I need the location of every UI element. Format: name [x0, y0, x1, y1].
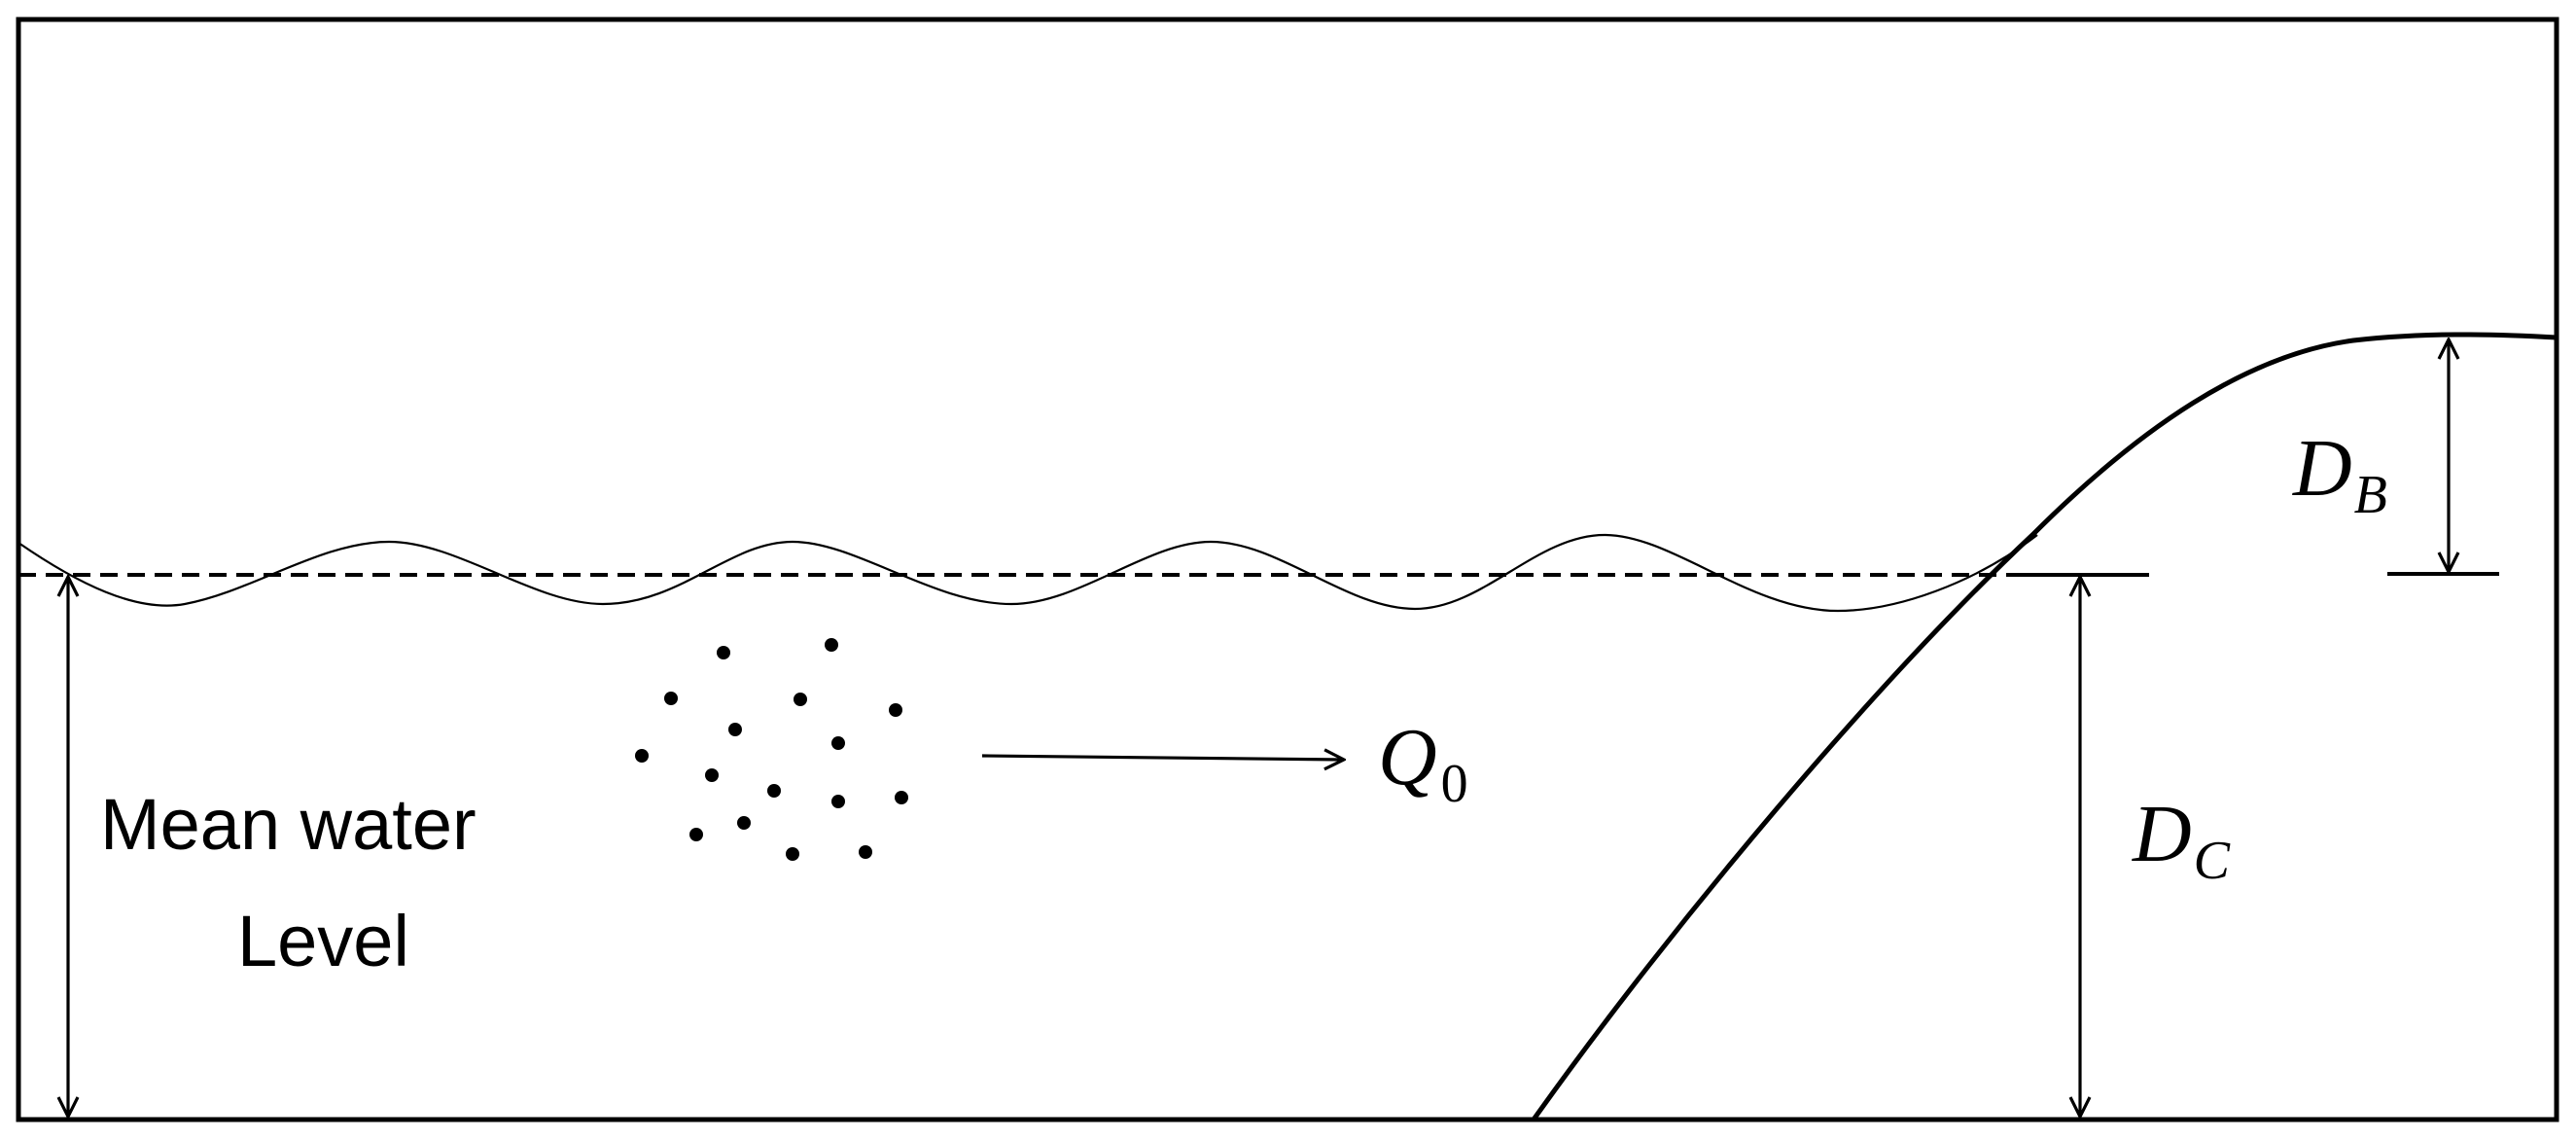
- height-db-label-main: D: [2292, 423, 2352, 514]
- sediment-particle: [664, 692, 678, 705]
- sediment-particle: [794, 693, 807, 706]
- sediment-particle: [767, 784, 781, 798]
- diagram-frame: [16, 17, 2559, 1122]
- sediment-particle: [825, 638, 838, 652]
- mean-water-label-line2: Level: [237, 901, 409, 981]
- sediment-particle: [705, 768, 719, 782]
- height-db-label-subscript: B: [2354, 465, 2387, 525]
- flow-arrow: [981, 756, 1344, 760]
- height-db-label: DB: [2292, 423, 2387, 525]
- sediment-particle: [786, 847, 799, 861]
- water-surface-wave: [18, 533, 2038, 613]
- sediment-particle: [635, 749, 649, 763]
- flow-label-subscript: 0: [1441, 754, 1468, 814]
- sediment-particle: [895, 791, 908, 804]
- mean-water-label-line1: Mean water: [100, 784, 476, 865]
- depth-dc-label: DC: [2132, 789, 2231, 891]
- sediment-particle: [859, 845, 872, 859]
- sediment-particle: [831, 736, 845, 750]
- sediment-particle: [717, 646, 730, 659]
- flow-label: Q0: [1378, 712, 1468, 814]
- sediment-particle: [737, 816, 751, 830]
- depth-dc-label-subscript: C: [2194, 831, 2231, 891]
- depth-dc-label-main: D: [2132, 789, 2192, 879]
- sediment-particle: [889, 703, 902, 717]
- beach-profile-curve: [1531, 332, 2558, 1121]
- sediment-particle: [831, 795, 845, 808]
- sediment-particle: [728, 723, 742, 736]
- sediment-particles: [635, 638, 908, 861]
- flow-label-main: Q: [1378, 712, 1437, 802]
- sediment-particle: [689, 828, 703, 841]
